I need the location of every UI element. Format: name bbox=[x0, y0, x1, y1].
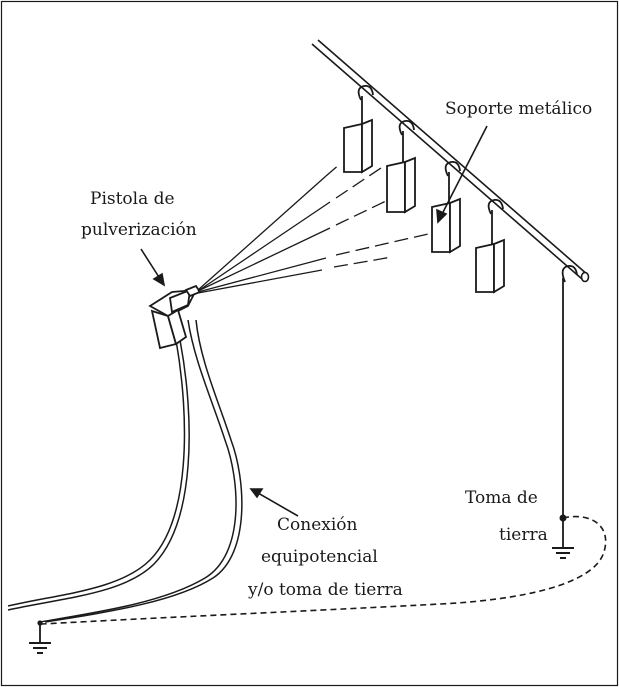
hanger-1 bbox=[343, 85, 374, 174]
hanger-2 bbox=[386, 120, 416, 214]
hanging-parts bbox=[343, 85, 578, 294]
label-bond-line2: equipotencial bbox=[261, 547, 378, 567]
end-hook bbox=[561, 265, 578, 283]
gun-ground-point bbox=[37, 620, 43, 642]
metal-support-rail bbox=[311, 39, 590, 283]
hanger-4 bbox=[475, 199, 505, 294]
spray-hoses bbox=[7, 319, 243, 623]
support-ground-symbol bbox=[551, 547, 575, 559]
label-gun-line2: pulverización bbox=[81, 220, 197, 240]
label-bond-line1: Conexión bbox=[277, 515, 358, 535]
hanger-3 bbox=[431, 161, 461, 254]
equipotential-dashed-line bbox=[41, 515, 607, 625]
spray-gun bbox=[148, 284, 202, 350]
gun-ground-symbol bbox=[28, 642, 52, 654]
label-support: Soporte metálico bbox=[445, 99, 592, 119]
support-ground-wire bbox=[559, 278, 567, 547]
label-bond-line3: y/o toma de tierra bbox=[247, 580, 403, 600]
label-ground-line1: Toma de bbox=[465, 488, 538, 508]
label-ground-line2: tierra bbox=[499, 525, 548, 545]
spray-pattern bbox=[197, 162, 429, 294]
label-arrows bbox=[140, 125, 488, 517]
label-gun-line1: Pistola de bbox=[90, 189, 175, 209]
